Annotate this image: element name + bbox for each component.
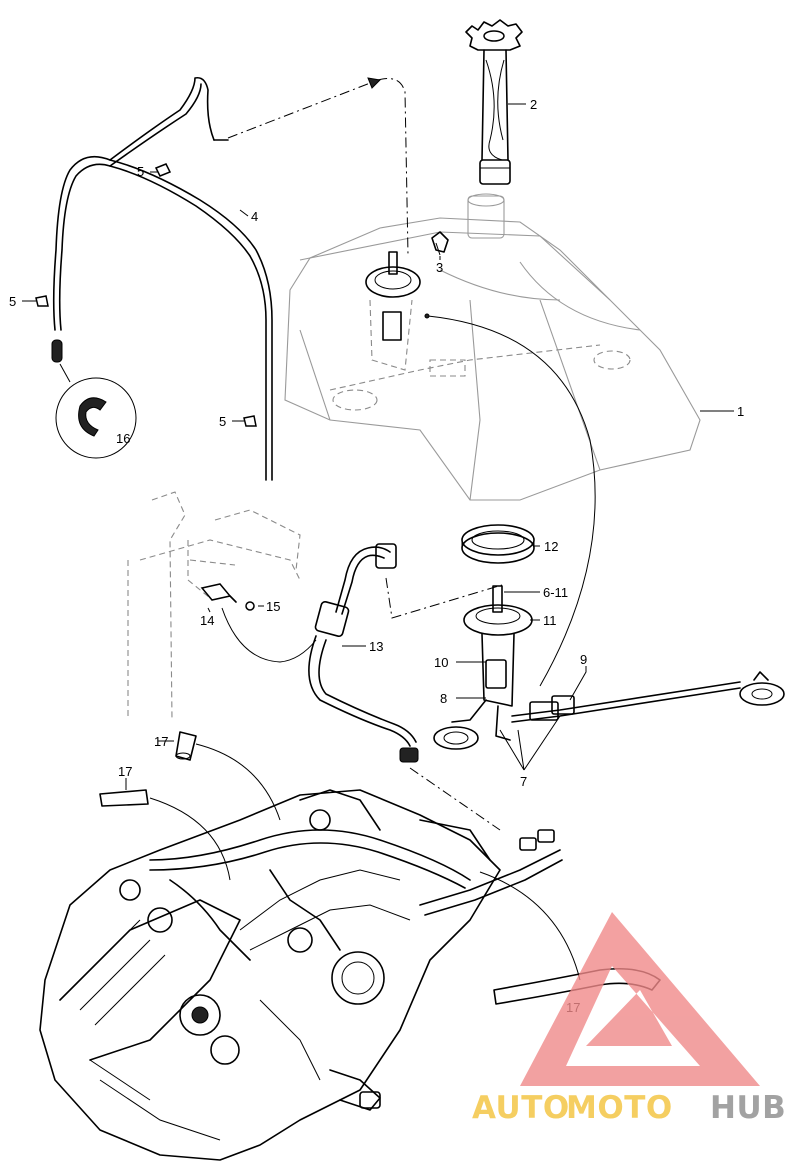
- pump-route-line: [385, 577, 503, 619]
- fuel-pump-in-tank: [329, 251, 631, 411]
- callout-5-top: 5: [137, 164, 144, 179]
- clip-icon: [243, 415, 257, 427]
- callout-7: 7: [520, 774, 527, 789]
- hose: [175, 731, 197, 761]
- bolt: [245, 601, 255, 611]
- callout-13: 13: [369, 639, 383, 654]
- clip-icon: [154, 163, 172, 177]
- frame-bracket: [127, 491, 301, 721]
- hose: [99, 789, 149, 807]
- watermark-triangle-icon: [520, 912, 760, 1086]
- watermark-hub: HUB: [710, 1090, 786, 1126]
- callout-4: 4: [251, 209, 258, 224]
- leader-17a: [195, 743, 281, 821]
- leader-17b: [149, 797, 231, 881]
- callout-6-11: 6-11: [543, 585, 568, 600]
- vent-tube: [52, 76, 273, 481]
- callout-8: 8: [440, 691, 447, 706]
- callout-10: 10: [434, 655, 448, 670]
- callout-labels: 2 1 3 4 5 5 5 16 12 6-11 11 10 8 9 7 13 …: [9, 97, 744, 1015]
- fuel-tank: [284, 193, 701, 501]
- automotohub-watermark: AUTO MOTO HUB: [472, 912, 786, 1126]
- callout-2: 2: [530, 97, 537, 112]
- callout-11: 11: [543, 613, 557, 628]
- callout-5-left: 5: [9, 294, 16, 309]
- leader-tank-to-module: [427, 315, 596, 687]
- vent-route-line: [227, 78, 409, 256]
- detail-circle-16: [51, 339, 137, 459]
- callout-3: 3: [436, 260, 443, 275]
- fuel-pump-module: [433, 585, 785, 750]
- callout-5-lower: 5: [219, 414, 226, 429]
- callout-12: 12: [544, 539, 558, 554]
- fuel-sender-assembly: [465, 19, 523, 185]
- vent-valve: [431, 231, 449, 256]
- watermark-auto: AUTO: [472, 1090, 570, 1126]
- route-arrow: [367, 77, 382, 89]
- fuel-line: [308, 543, 419, 763]
- callout-17-upper: 17: [154, 734, 168, 749]
- leader-17c: [479, 871, 581, 981]
- watermark-moto: MOTO: [566, 1090, 673, 1126]
- callout-14: 14: [200, 613, 214, 628]
- callout-16: 16: [116, 431, 130, 446]
- lock-ring: [461, 524, 535, 564]
- leader-14: [221, 607, 317, 663]
- engine: [39, 789, 563, 1161]
- clamp: [200, 583, 237, 603]
- callout-1: 1: [737, 404, 744, 419]
- engine-route-line: [409, 767, 501, 831]
- callout-9: 9: [580, 652, 587, 667]
- callout-17-left: 17: [118, 764, 132, 779]
- leader-lines: [22, 103, 734, 790]
- callout-15: 15: [266, 599, 280, 614]
- clip-icon: [35, 295, 49, 307]
